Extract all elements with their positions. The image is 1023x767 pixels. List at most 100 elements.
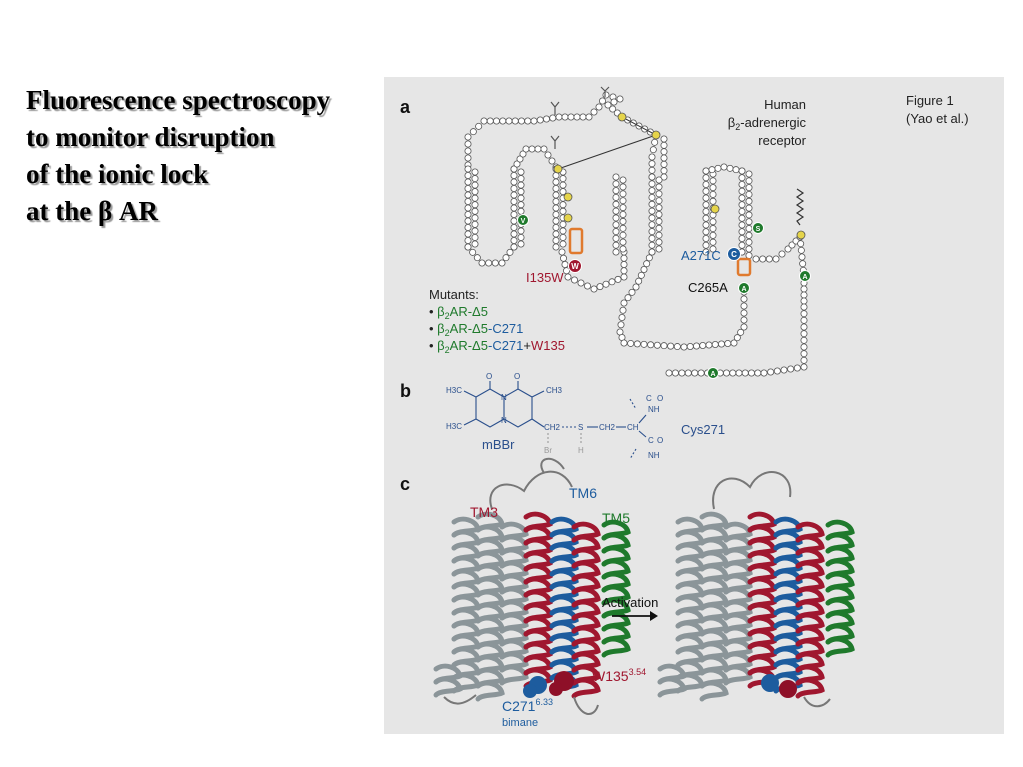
atom-c-top: C <box>646 394 652 403</box>
inactive-helix-gray-2 <box>475 511 505 702</box>
snake-tm2-b <box>517 168 525 248</box>
snake-tm1-a <box>464 165 472 251</box>
mutant-item-2: • β2AR-Δ5-C271 <box>429 321 523 338</box>
atom-h: H <box>578 446 584 455</box>
title-line-3: of the ionic lock <box>26 159 209 189</box>
active-helix-tm5 <box>825 519 855 658</box>
residue-a-ctail-letter: A <box>802 274 807 281</box>
left-ring <box>475 388 505 428</box>
active-helix-h8 <box>657 663 687 698</box>
cys-residue-3 <box>553 164 563 174</box>
residue-c271: C <box>727 247 741 261</box>
glycan-icon-2 <box>600 86 610 97</box>
loop-left-1 <box>489 470 573 510</box>
active-helix-gray-1 <box>675 516 705 694</box>
atom-o-top: O <box>657 394 663 403</box>
snake-icl1 <box>464 243 518 267</box>
cys-residue-4 <box>563 192 573 202</box>
label-a271c: A271C <box>681 248 721 263</box>
residue-a265-letter: A <box>741 286 746 293</box>
label-i135w: I135W <box>526 270 564 285</box>
disulfide-line-1 <box>557 134 657 170</box>
ch-c-bond <box>638 430 647 438</box>
residue-a265: A <box>738 282 750 294</box>
cys-residue-5 <box>563 213 573 223</box>
snake-nterm <box>464 91 660 169</box>
atom-br: Br <box>544 446 552 455</box>
inactive-helix-tm3 <box>523 511 553 689</box>
methyl-bond-3 <box>531 390 545 398</box>
atom-ch3: CH3 <box>546 386 563 395</box>
cys-residue-1 <box>617 112 627 122</box>
structure-loops <box>443 458 831 715</box>
title-line-4: at the β AR <box>26 196 158 226</box>
atom-ch2-left: CH2 <box>544 423 561 432</box>
snake-tm4-a <box>612 173 620 256</box>
mutant-item-1: • β2AR-Δ5 <box>429 304 488 321</box>
mutant-item-3: • β2AR-Δ5-C271+W135 <box>429 338 565 355</box>
mbbr-label: mBBr <box>482 437 515 452</box>
c271-sphere <box>523 676 547 698</box>
atom-nh-bottom: NH <box>648 451 660 460</box>
orange-box-tm6 <box>736 257 752 277</box>
snake-tm3-a <box>552 165 560 251</box>
atom-n-top: N <box>501 393 507 402</box>
active-helix-tm3 <box>747 511 777 689</box>
w135-label: W1353.54 <box>592 667 646 684</box>
loop-right-bottom <box>803 696 831 708</box>
glycosylation-icons <box>550 86 610 149</box>
active-helix-gray-3 <box>723 521 753 686</box>
residue-a-ctail: A <box>799 270 811 282</box>
receptor-structure-inactive <box>433 511 631 702</box>
receptor-label-line-2: β2-adrenergic <box>728 115 807 132</box>
title-line-2: to monitor disruption <box>26 122 275 152</box>
snake-ecl2b <box>648 131 660 181</box>
chain-dash-bottom <box>629 448 637 460</box>
snake-tm5-a <box>648 173 656 256</box>
inactive-helix-tm3b <box>571 521 601 699</box>
palmitoyl-icon <box>795 188 805 226</box>
tm3-label: TM3 <box>470 504 498 520</box>
w135-sphere-active <box>779 680 797 698</box>
active-helix-tm6 <box>773 516 803 694</box>
active-helix-gray-2 <box>699 511 729 702</box>
snake-tm4-b <box>619 176 627 253</box>
snake-tm7-b <box>745 170 753 253</box>
ch2-bond <box>531 418 545 428</box>
ch-nh-bond <box>638 414 647 424</box>
slide-title: Fluorescence spectroscopy to monitor dis… <box>26 82 381 230</box>
w135-sphere <box>549 671 574 696</box>
disulfide-line-2 <box>621 116 657 136</box>
label-c265a: C265A <box>688 280 728 295</box>
snake-cterm <box>665 233 808 377</box>
cys-residue-7 <box>796 230 806 240</box>
snake-ecl3 <box>702 163 746 175</box>
figure-panel: a Figure 1 (Yao et al.) Human β2-adrener… <box>384 77 1004 734</box>
snake-tm2-a <box>510 165 518 251</box>
receptor-label: Human β2-adrenergic receptor <box>728 97 807 148</box>
tm6-label: TM6 <box>569 485 597 501</box>
figure-svg: a Figure 1 (Yao et al.) Human β2-adrener… <box>400 86 969 729</box>
loop-left-bottom <box>443 694 477 705</box>
receptor-label-line-1: Human <box>764 97 806 112</box>
residue-v: V <box>517 214 529 226</box>
snake-ecl2 <box>652 131 668 181</box>
atom-o-bottom: O <box>657 436 663 445</box>
methyl-bond-2 <box>463 418 477 426</box>
atom-o-left: O <box>486 372 492 381</box>
glycan-icon-1 <box>550 101 560 115</box>
loop-left-bottom-2 <box>573 696 599 715</box>
residue-c-letter: C <box>731 250 737 259</box>
snake-tm3-b <box>559 168 567 248</box>
inactive-helix-h8 <box>433 663 463 698</box>
glycan-icon-3 <box>550 135 560 149</box>
mutants-header: Mutants: <box>429 287 479 302</box>
active-helix-tm3b <box>795 521 825 699</box>
cys271-label: Cys271 <box>681 422 725 437</box>
atom-c-bottom: C <box>648 436 654 445</box>
tm5-label: TM5 <box>602 510 630 526</box>
atom-ch: CH <box>627 423 639 432</box>
snake-icl2 <box>558 248 628 293</box>
residue-w135: W <box>568 259 582 273</box>
panel-c-letter: c <box>400 474 410 494</box>
